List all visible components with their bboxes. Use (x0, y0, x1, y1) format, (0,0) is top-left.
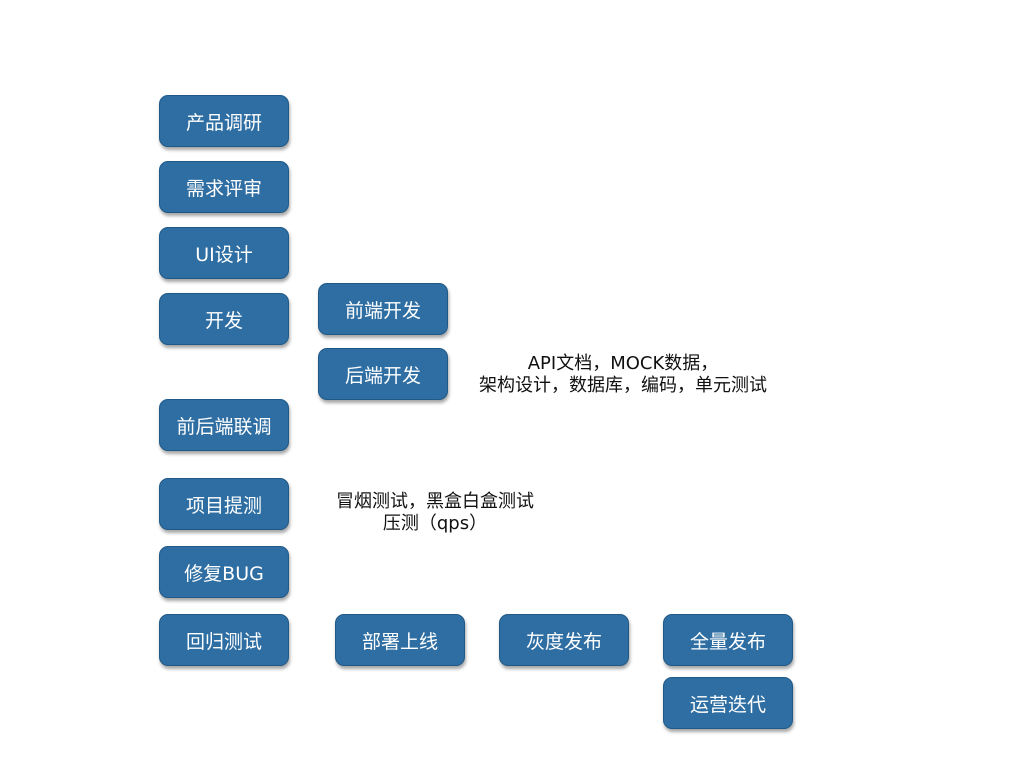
step-fix-bug[interactable]: 修复BUG (159, 546, 289, 598)
step-regression-test[interactable]: 回归测试 (159, 614, 289, 666)
backend-note-line-1: API文档，MOCK数据， (527, 353, 719, 374)
step-frontend-dev[interactable]: 前端开发 (318, 283, 448, 335)
step-full-release[interactable]: 全量发布 (663, 614, 793, 666)
step-product-research[interactable]: 产品调研 (159, 95, 289, 147)
step-operation-iteration[interactable]: 运营迭代 (663, 677, 793, 729)
testing-note-line-1: 冒烟测试，黑盒白盒测试 (336, 491, 534, 512)
step-submit-test[interactable]: 项目提测 (159, 478, 289, 530)
step-gray-release[interactable]: 灰度发布 (499, 614, 629, 666)
testing-note-line-2: 压测（qps） (382, 513, 488, 534)
step-backend-dev[interactable]: 后端开发 (318, 348, 448, 400)
step-requirements-review[interactable]: 需求评审 (159, 161, 289, 213)
step-ui-design[interactable]: UI设计 (159, 227, 289, 279)
step-development[interactable]: 开发 (159, 293, 289, 345)
step-integration[interactable]: 前后端联调 (159, 399, 289, 451)
backend-note: API文档，MOCK数据， 架构设计，数据库，编码，单元测试 (460, 353, 786, 397)
step-deploy[interactable]: 部署上线 (335, 614, 465, 666)
testing-note: 冒烟测试，黑盒白盒测试 压测（qps） (322, 491, 548, 535)
backend-note-line-2: 架构设计，数据库，编码，单元测试 (479, 375, 767, 396)
